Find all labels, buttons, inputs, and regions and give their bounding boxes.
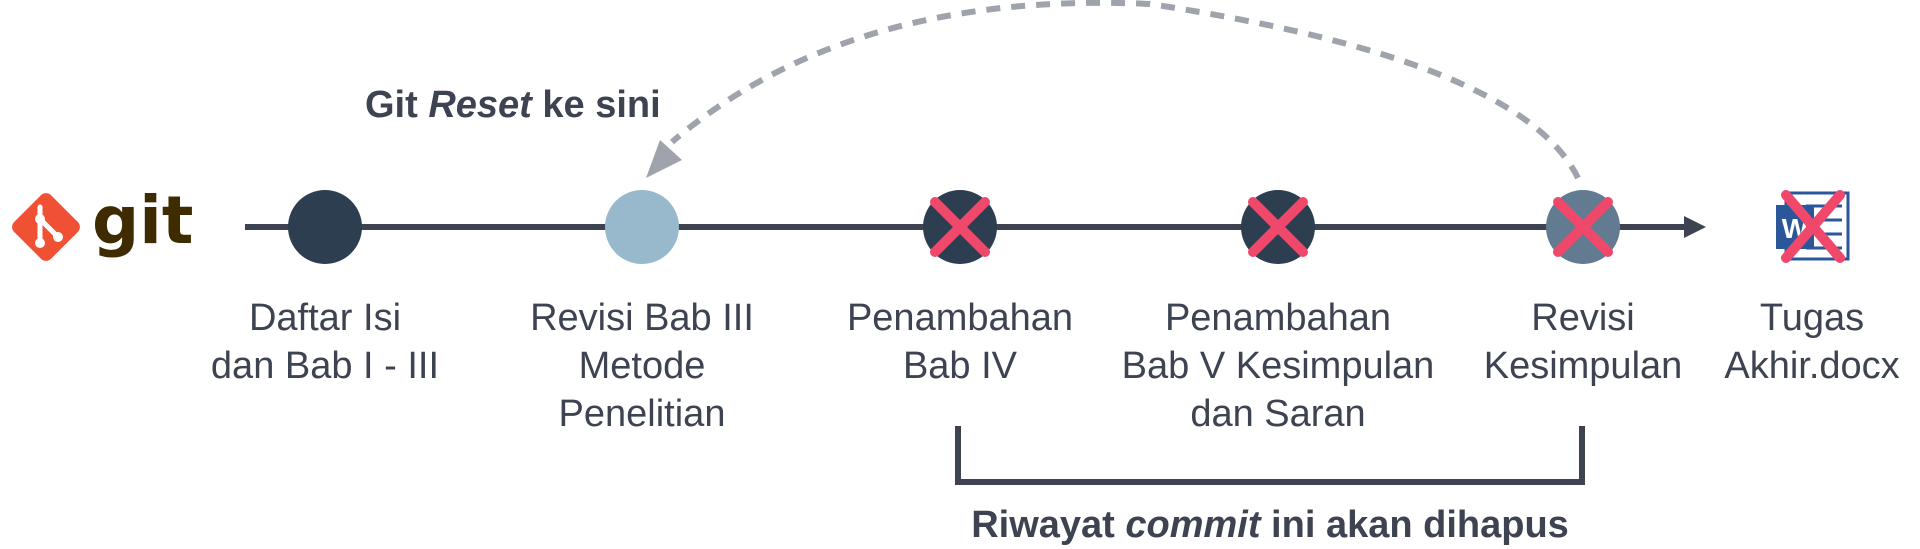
reset-callout-emphasis: Reset <box>428 84 533 126</box>
git-diamond-icon <box>12 193 80 261</box>
commit-label-line: Penambahan <box>847 297 1073 339</box>
reset-arrowhead <box>646 140 682 178</box>
deleted-cross-icon <box>1248 197 1308 257</box>
git-logo: git <box>12 182 193 261</box>
commit-label-line: Bab IV <box>903 345 1018 387</box>
commit-label-line: Revisi <box>1531 297 1634 339</box>
output-file-label-line: Tugas <box>1760 297 1864 339</box>
output-file-label-line: Akhir.docx <box>1724 345 1899 387</box>
reset-callout-after: ke sini <box>532 84 661 126</box>
bracket-caption: Riwayat commit ini akan dihapus <box>971 504 1569 546</box>
commit-label-line: Penelitian <box>559 393 726 435</box>
commit-label-line: Revisi Bab III <box>530 297 754 339</box>
commit-circle <box>605 190 679 264</box>
commit-label-line: Metode <box>579 345 706 387</box>
commit-label-line: dan Saran <box>1190 393 1365 435</box>
commit-label-line: dan Bab I - III <box>211 345 439 387</box>
bracket-caption-emphasis: commit <box>1125 504 1261 546</box>
bracket-caption-before: Riwayat <box>971 504 1125 546</box>
deleted-cross-icon <box>930 197 990 257</box>
commit-label: Daftar Isi dan Bab I - III <box>211 297 439 387</box>
timeline-arrowhead <box>1684 216 1706 238</box>
commit-label-line: Daftar Isi <box>249 297 401 339</box>
commit-label-line: Bab V Kesimpulan <box>1122 345 1435 387</box>
reset-callout: Git Reset ke sini <box>365 84 661 126</box>
commit-nodes: Daftar Isi dan Bab I - III Revisi Bab III M… <box>211 190 1682 435</box>
reset-callout-before: Git <box>365 84 428 126</box>
deleted-cross-icon <box>1553 197 1613 257</box>
output-deleted-cross-icon <box>1781 190 1845 263</box>
commit-label-line: Penambahan <box>1165 297 1391 339</box>
bracket-caption-after: ini akan dihapus <box>1261 504 1569 546</box>
git-logo-text: git <box>92 182 193 259</box>
deleted-commits-bracket <box>955 426 1585 485</box>
reset-arc <box>670 0 1581 180</box>
commit-circle <box>288 190 362 264</box>
commit-node-1: Daftar Isi dan Bab I - III <box>211 190 439 387</box>
commit-label-line: Kesimpulan <box>1484 345 1683 387</box>
